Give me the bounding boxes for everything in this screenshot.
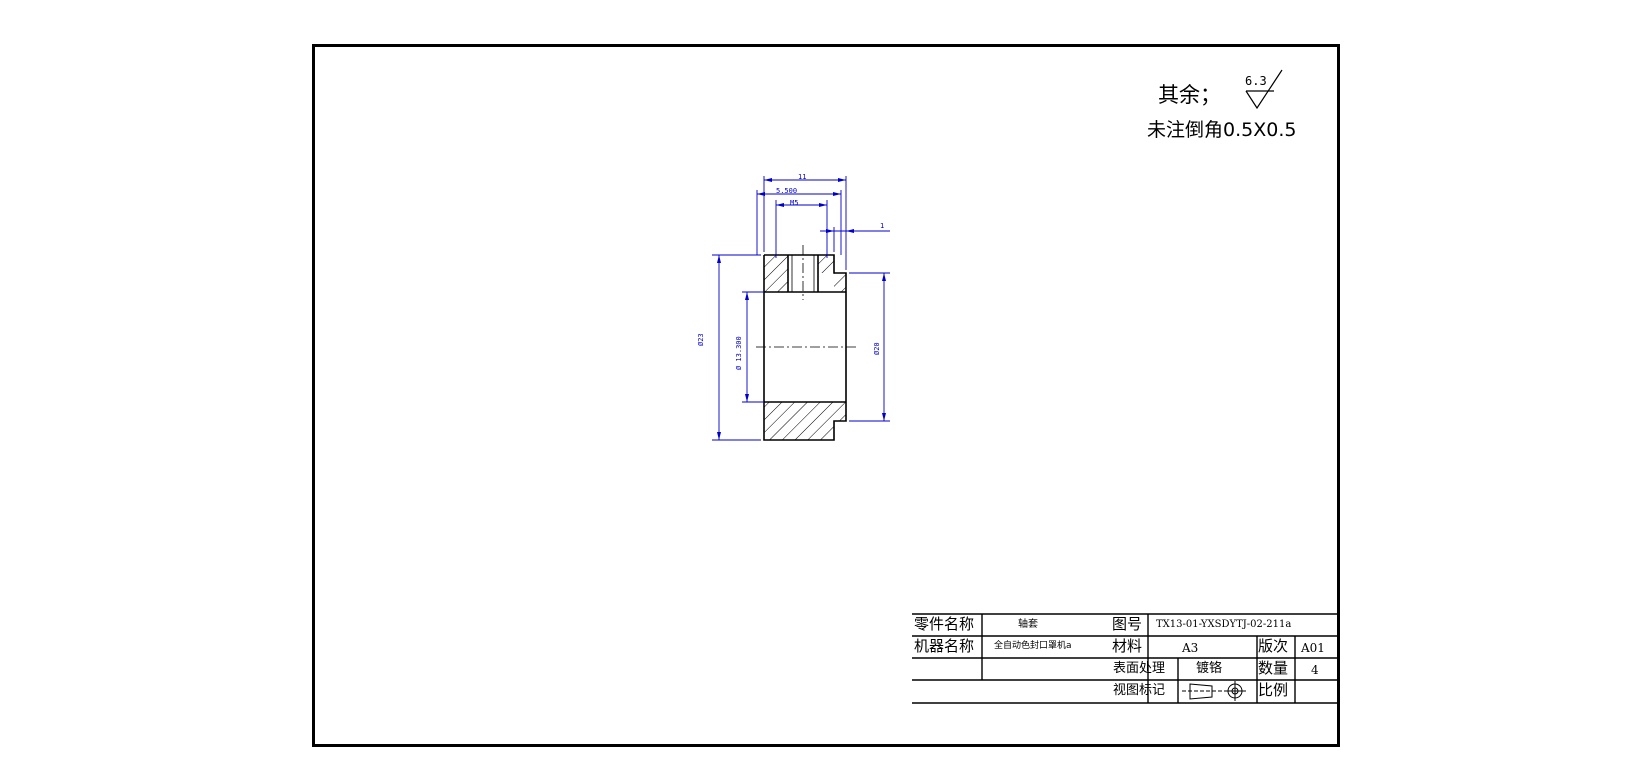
drawing-no-value: TX13-01-YXSDYTJ-02-211a <box>1156 619 1292 630</box>
dimension-diameter-23: Ø23 <box>697 333 705 346</box>
chamfer-note: 未注倒角0.5X0.5 <box>1147 119 1297 141</box>
scale-label: 比例 <box>1258 681 1289 699</box>
center-lines <box>756 245 856 348</box>
hatch-top-left <box>764 255 788 292</box>
dimension-5-5: 5.500 <box>776 187 798 195</box>
roughness-value: 6.3 <box>1245 74 1267 88</box>
quantity-value: 4 <box>1311 663 1319 677</box>
version-value: A01 <box>1301 641 1325 655</box>
dimension-m5: M5 <box>790 199 799 207</box>
version-label: 版次 <box>1258 637 1289 655</box>
roughness-symbol-icon <box>1245 69 1283 110</box>
hatch-bottom <box>764 402 846 440</box>
dimension-arrows <box>717 178 886 440</box>
machine-name-label: 机器名称 <box>914 637 975 655</box>
dimension-diameter-13-3: Ø 13.300 <box>735 336 743 370</box>
drawing-frame <box>312 44 1340 747</box>
part-name-label: 零件名称 <box>914 615 975 633</box>
drawing-no-label: 图号 <box>1112 615 1143 633</box>
projection-symbol-icon <box>1182 681 1246 701</box>
dimension-diameter-20: Ø20 <box>873 342 881 355</box>
hatch-top-step <box>834 273 846 292</box>
dimension-1: 1 <box>880 222 885 230</box>
part-name-value: 轴套 <box>1018 619 1038 630</box>
part-outline <box>763 254 847 441</box>
material-label: 材料 <box>1112 637 1143 655</box>
machine-name-value: 全自动色封口罩机a <box>994 641 1072 651</box>
surface-treatment-label: 表面处理 <box>1113 661 1166 676</box>
dimension-11: 11 <box>798 173 807 181</box>
hatch-top-right <box>818 255 834 273</box>
material-value: A3 <box>1182 641 1199 655</box>
quantity-label: 数量 <box>1258 659 1289 677</box>
view-mark-label: 视图标记 <box>1113 683 1166 698</box>
remaining-roughness-label: 其余； <box>1158 83 1221 107</box>
surface-treatment-value: 镀铬 <box>1196 661 1223 676</box>
dimension-lines <box>712 176 890 441</box>
title-block-grid <box>912 613 1340 704</box>
